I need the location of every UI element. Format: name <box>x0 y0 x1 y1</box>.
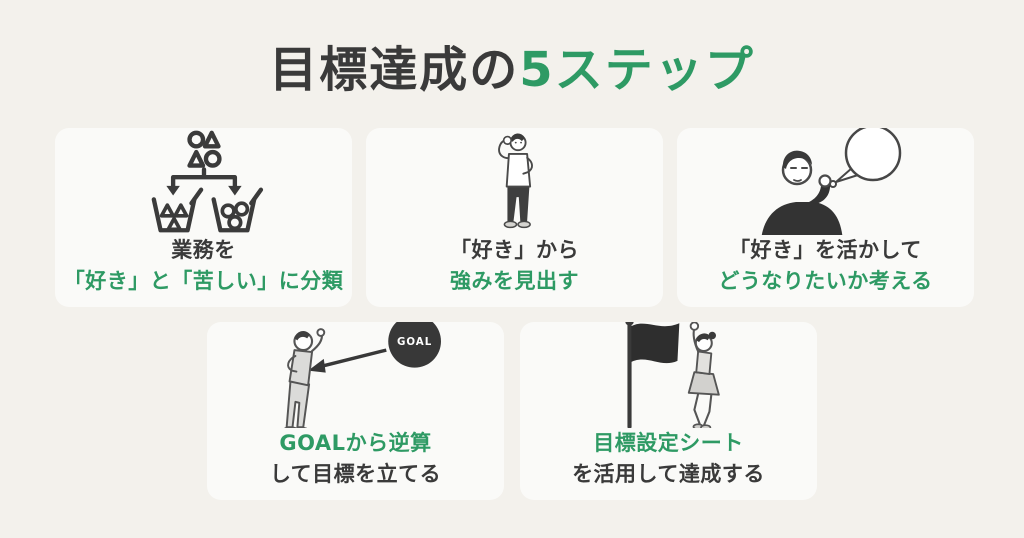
step-5-caption: 目標設定シート を活用して達成する <box>572 428 765 490</box>
steps-row-1: 業務を 「好き」と「苦しい」に分類 「好き」から 強みを見出す <box>55 128 974 307</box>
step-card-1: 業務を 「好き」と「苦しい」に分類 <box>55 128 352 307</box>
step-card-3: 「好き」を活かして どうなりたいか考える <box>677 128 974 307</box>
step-3-caption: 「好き」を活かして どうなりたいか考える <box>718 235 932 297</box>
flexing-arm-person-icon <box>366 128 663 235</box>
title-prefix: 目標達成の <box>269 42 520 98</box>
step-4-caption: GOALから逆算 して目標を立てる <box>270 428 441 490</box>
thinking-person-bubble-icon <box>677 128 974 235</box>
step-1-line-2: 「好き」と「苦しい」に分類 <box>63 269 344 293</box>
sort-into-baskets-icon <box>55 128 352 235</box>
step-2-line-2: 強みを見出す <box>450 269 579 293</box>
step-5-line-2: を活用して達成する <box>572 462 765 486</box>
page-title: 目標達成の5ステップ <box>0 30 1024 100</box>
step-card-2: 「好き」から 強みを見出す <box>366 128 663 307</box>
step-5-line-1: 目標設定シート <box>593 431 744 455</box>
flag-jumping-person-icon <box>520 322 817 428</box>
goal-circle-label: GOAL <box>396 336 431 348</box>
step-3-line-1: 「好き」を活かして <box>729 238 922 262</box>
step-4-line-2: して目標を立てる <box>269 462 442 486</box>
step-card-5: 目標設定シート を活用して達成する <box>520 322 817 500</box>
step-1-line-1: 業務を <box>171 238 236 262</box>
step-2-line-1: 「好き」から <box>450 238 579 262</box>
title-highlight: 5ステップ <box>519 42 755 98</box>
step-card-4: GOAL GOALから逆算 して目標を立てる <box>207 322 504 500</box>
goal-circle-arrow-person-icon: GOAL <box>207 322 504 428</box>
step-3-line-2: どうなりたいか考える <box>718 269 933 293</box>
steps-row-2: GOAL GOALから逆算 して目標を立てる <box>207 322 817 500</box>
step-4-line-1: GOALから逆算 <box>279 431 432 455</box>
step-1-caption: 業務を 「好き」と「苦しい」に分類 <box>64 235 344 297</box>
step-2-caption: 「好き」から 強みを見出す <box>450 235 579 297</box>
